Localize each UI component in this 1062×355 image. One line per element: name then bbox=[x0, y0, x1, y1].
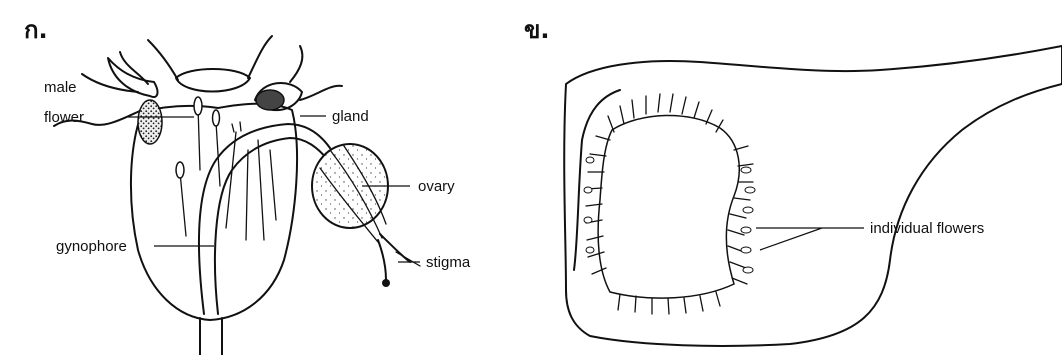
label-gland: gland bbox=[332, 108, 369, 125]
panel-a: ก. bbox=[24, 16, 471, 355]
peduncle bbox=[200, 318, 222, 355]
label-gynophore: gynophore bbox=[56, 238, 127, 255]
label-flower: flower bbox=[44, 109, 84, 126]
receptacle-section-drawing bbox=[564, 46, 1062, 346]
receptacle-cavity bbox=[598, 115, 739, 298]
leader-line-individual-flowers bbox=[756, 228, 864, 250]
male-flowers bbox=[176, 97, 276, 240]
horn-right-upper bbox=[290, 46, 302, 82]
stigma-tip bbox=[382, 279, 390, 287]
label-stigma: stigma bbox=[426, 254, 471, 271]
horn-center-right bbox=[248, 36, 272, 78]
appendage-center bbox=[176, 69, 250, 92]
gynophore bbox=[199, 124, 330, 314]
label-individual-flowers: individual flowers bbox=[870, 220, 984, 237]
panel-b: ข. individual flowers bbox=[524, 16, 1062, 346]
horn-center-left bbox=[148, 40, 178, 80]
horn-right-lower bbox=[300, 86, 342, 100]
panel-a-marker: ก. bbox=[24, 16, 48, 44]
gland-patch-right bbox=[256, 90, 284, 110]
label-ovary: ovary bbox=[418, 178, 455, 195]
panel-b-marker: ข. bbox=[524, 16, 550, 44]
cyathium-drawing bbox=[54, 36, 420, 355]
horn-left-upper bbox=[120, 52, 148, 84]
gland-patch-left bbox=[138, 100, 162, 144]
label-male: male bbox=[44, 79, 77, 96]
